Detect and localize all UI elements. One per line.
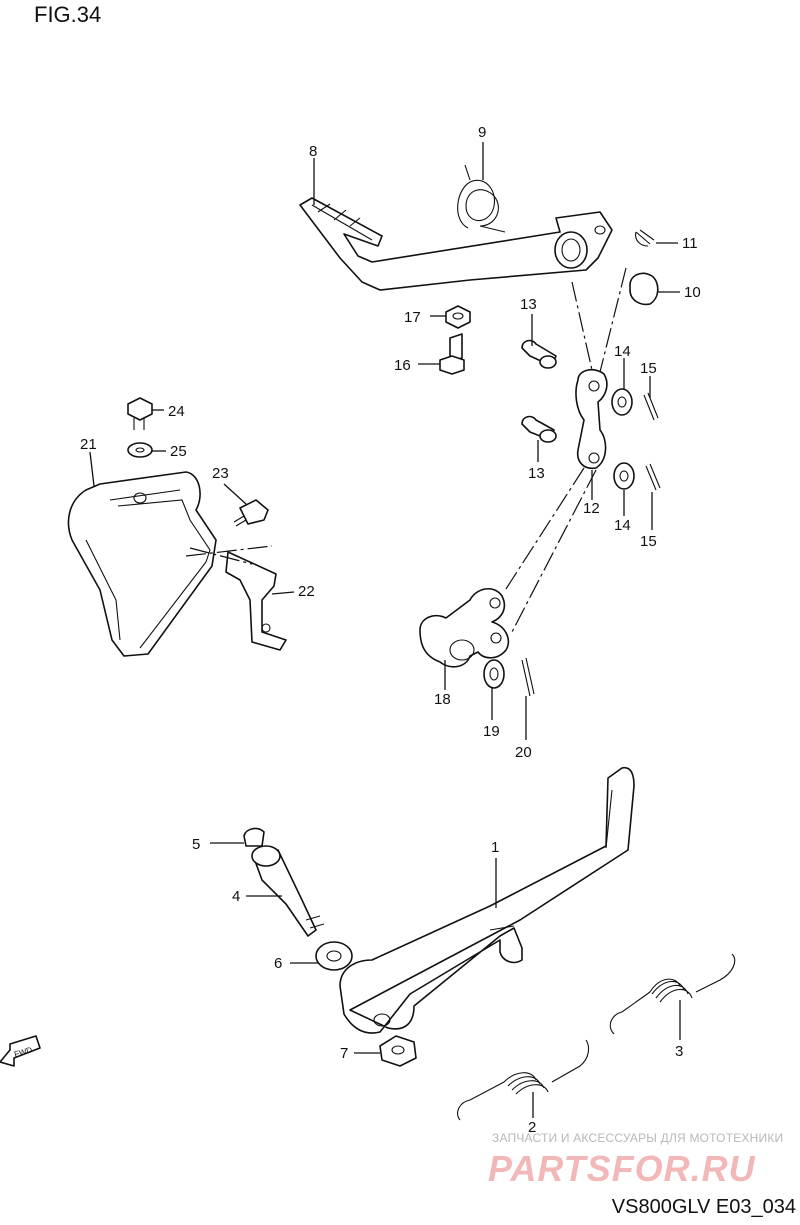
return-spring[interactable] <box>457 164 506 233</box>
callout-9: 9 <box>478 124 486 141</box>
washer-14-upper[interactable] <box>611 388 633 416</box>
nut-7[interactable] <box>379 1035 417 1067</box>
callout-2: 2 <box>528 1119 536 1136</box>
cotter-pin-15-lower[interactable] <box>645 463 661 491</box>
bolt-24[interactable] <box>127 397 153 430</box>
callout-25: 25 <box>170 443 187 460</box>
washer-25[interactable] <box>127 442 153 458</box>
callout-3: 3 <box>675 1043 683 1060</box>
callout-19: 19 <box>483 723 500 740</box>
callout-21: 21 <box>80 436 97 453</box>
callout-13-upper: 13 <box>520 296 537 313</box>
callout-14-upper: 14 <box>614 343 631 360</box>
spring-2[interactable] <box>457 1039 590 1121</box>
cotter-pin-15-upper[interactable] <box>643 392 659 421</box>
pin-13-upper[interactable] <box>521 339 557 369</box>
callout-4: 4 <box>232 888 240 905</box>
callout-23: 23 <box>212 465 229 482</box>
washer-14-lower[interactable] <box>613 462 635 490</box>
bolt-23[interactable] <box>233 499 269 527</box>
cotter-pin-11[interactable] <box>635 229 655 247</box>
figure-title: FIG.34 <box>34 2 102 27</box>
callout-15-upper: 15 <box>640 360 657 377</box>
callout-13-lower: 13 <box>528 465 545 482</box>
callout-1: 1 <box>491 839 499 856</box>
lever-18[interactable] <box>419 588 510 668</box>
callout-7: 7 <box>340 1045 348 1062</box>
side-stand[interactable] <box>339 766 635 1034</box>
callout-17: 17 <box>404 309 421 326</box>
brake-pedal[interactable] <box>299 197 613 291</box>
cap-10[interactable] <box>629 272 659 306</box>
callouts: 1 2 3 4 5 6 7 8 9 10 11 12 13 13 14 14 1… <box>80 124 701 1136</box>
bracket-22[interactable] <box>225 551 287 651</box>
callout-6: 6 <box>274 955 282 972</box>
callout-22: 22 <box>298 583 315 600</box>
cap-5[interactable] <box>243 827 265 847</box>
washer-19[interactable] <box>483 659 505 689</box>
callout-5: 5 <box>192 836 200 853</box>
callout-12: 12 <box>583 500 600 517</box>
cotter-pin-20[interactable] <box>521 657 535 697</box>
alignment-lines <box>185 267 627 633</box>
model-code: VS800GLV E03_034 <box>611 1196 796 1218</box>
cover-21[interactable] <box>67 471 217 657</box>
callout-14-lower: 14 <box>614 517 631 534</box>
callout-24: 24 <box>168 403 185 420</box>
washer-6[interactable] <box>315 941 353 971</box>
callout-10: 10 <box>684 284 701 301</box>
callout-8: 8 <box>309 143 317 160</box>
watermark-text: ЗАПЧАСТИ И АКСЕССУАРЫ ДЛЯ МОТОТЕХНИКИ <box>492 1131 784 1145</box>
pin-13-lower[interactable] <box>521 415 557 443</box>
callout-15-lower: 15 <box>640 533 657 550</box>
spring-3[interactable] <box>609 953 736 1035</box>
nut-17[interactable] <box>445 305 471 329</box>
callout-18: 18 <box>434 691 451 708</box>
link-rod-12[interactable] <box>575 368 608 470</box>
pivot-bolt-4[interactable] <box>251 845 325 937</box>
watermark-logo: PARTSFOR.RU <box>488 1148 756 1189</box>
bolt-16[interactable] <box>439 333 465 375</box>
callout-11: 11 <box>682 235 698 252</box>
callout-16: 16 <box>394 357 411 374</box>
leader-lines <box>89 142 681 1118</box>
forward-direction-icon: FWD <box>0 1035 41 1067</box>
callout-20: 20 <box>515 744 532 761</box>
